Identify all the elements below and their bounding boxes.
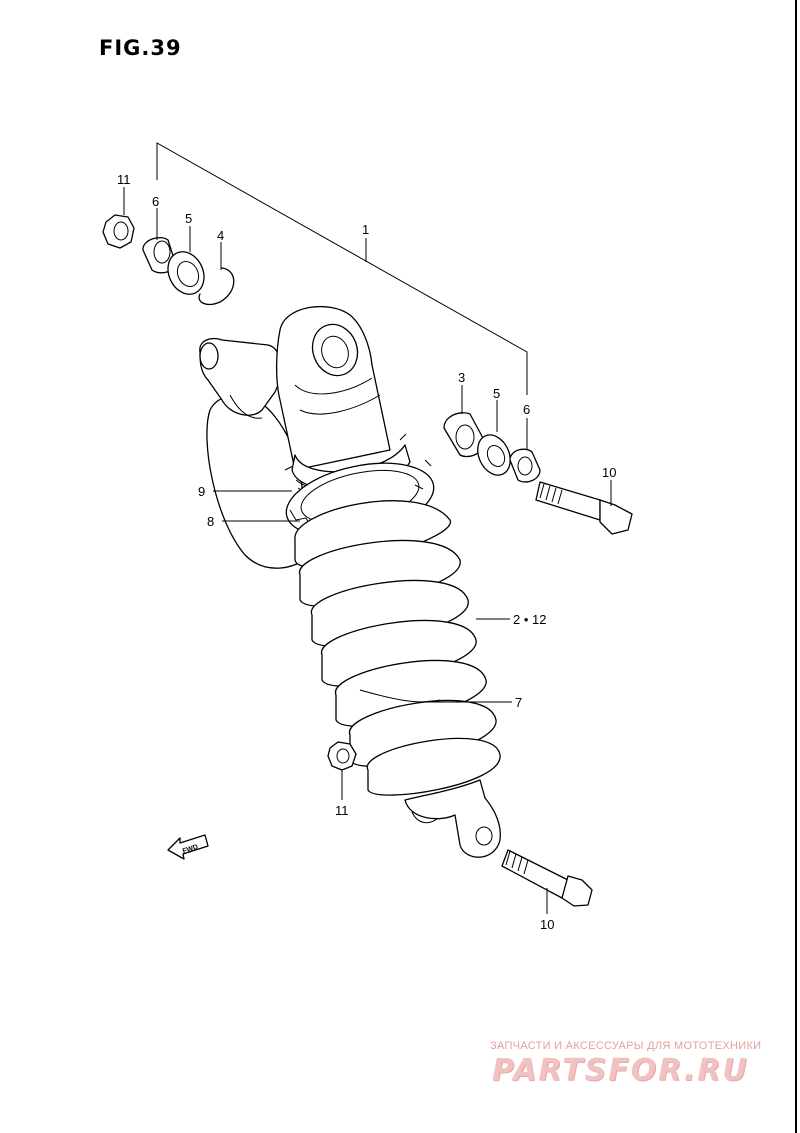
bolt-icon [535,481,633,535]
callout-5-right: 5 [493,386,500,401]
callout-9: 9 [198,484,205,499]
callout-7: 7 [515,695,522,710]
callout-3: 3 [458,370,465,385]
callout-1: 1 [362,222,369,237]
callouts: 11 6 5 4 1 3 5 6 10 9 8 2 • 12 7 11 10 [117,172,616,932]
spring-icon [294,500,501,796]
shock-absorber-icon [275,305,411,499]
reservoir-icon [199,337,311,569]
callout-4: 4 [217,228,224,243]
lower-clevis-icon [404,779,501,858]
callout-8: 8 [207,514,214,529]
fwd-label: FWD [182,844,199,856]
washer-icon [477,434,511,476]
callout-6-right: 6 [523,402,530,417]
nut-icon [102,214,135,249]
assembly-bracket [156,142,528,395]
figure-title: FIG.39 [99,36,182,60]
callout-5-top: 5 [185,211,192,226]
circlip-icon [198,267,235,306]
callout-2-12: 2 • 12 [513,612,546,627]
bushing-icon [142,236,176,274]
callout-11-bottom: 11 [335,803,349,818]
watermark-logo: PARTSFOR.RU [492,1053,749,1088]
callout-10-bottom: 10 [540,917,554,932]
watermark-tagline: ЗАПЧАСТИ И АКСЕССУАРЫ ДЛЯ МОТОТЕХНИКИ [490,1040,762,1052]
bolt-icon [501,849,593,907]
washer-icon [167,251,205,295]
callout-6-top: 6 [152,194,159,209]
leader-lines [123,187,612,914]
fwd-arrow-icon: FWD [167,834,209,860]
callout-11-top: 11 [117,172,131,187]
nut-icon [327,741,357,771]
bushing-icon [509,448,541,483]
callout-10-top: 10 [602,465,616,480]
